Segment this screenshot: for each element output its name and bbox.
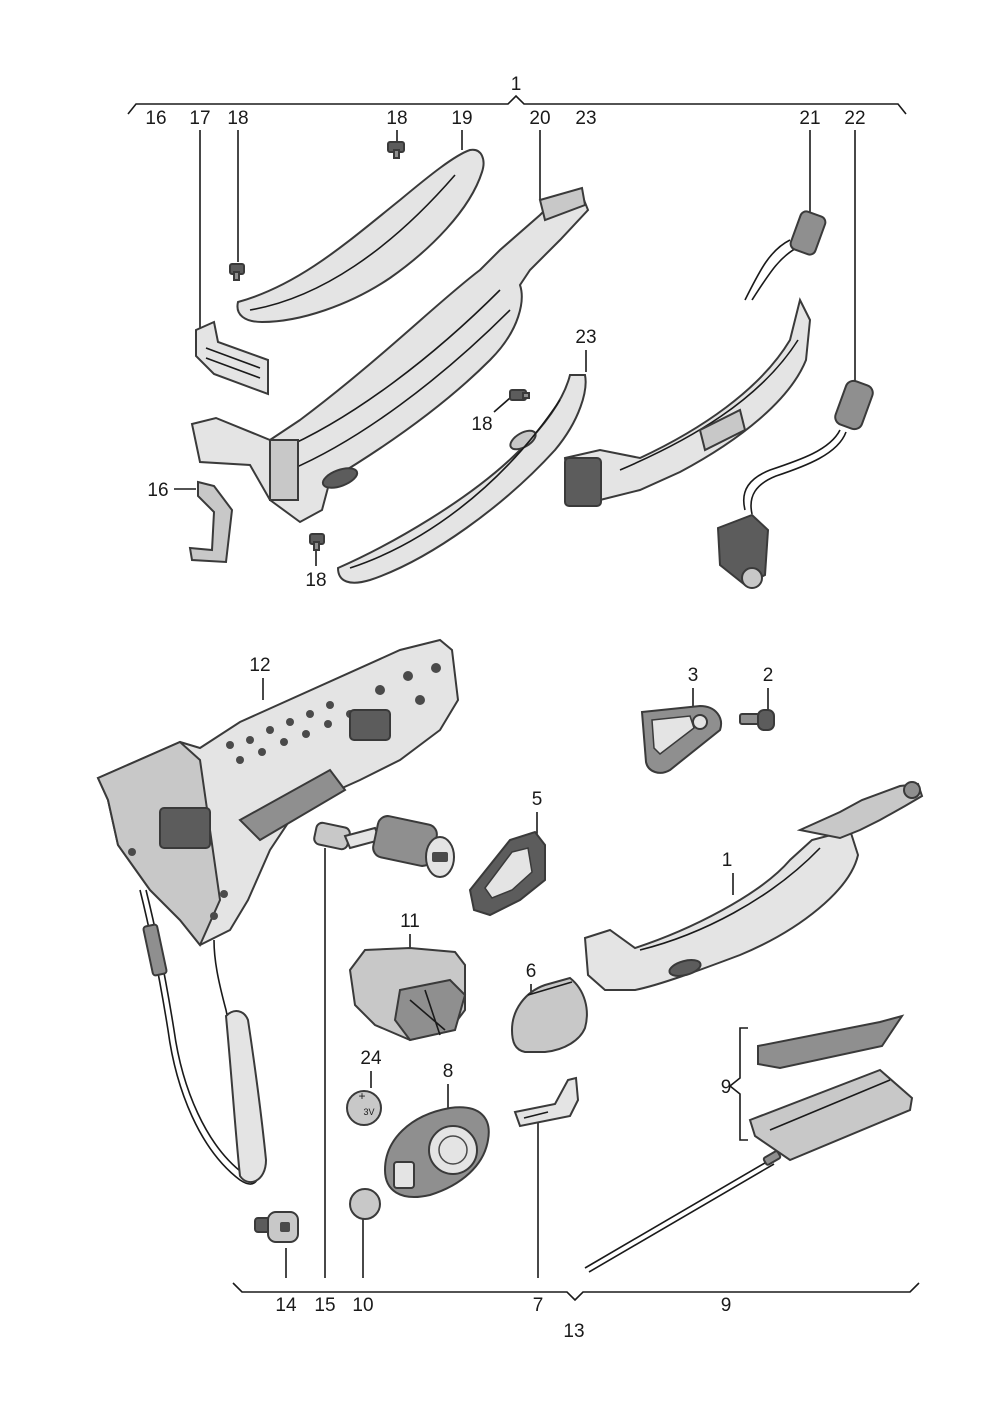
callout-16-top: 16 — [145, 108, 166, 129]
part-21-sensor-handle — [563, 210, 827, 507]
part-5-seal — [468, 830, 546, 917]
callout-16-mid: 16 — [147, 480, 168, 501]
callout-12: 12 — [249, 655, 270, 676]
callout-20: 20 — [529, 108, 550, 129]
callout-9-bottom: 9 — [721, 1295, 732, 1316]
screw-18-c-icon — [509, 389, 530, 401]
callout-5: 5 — [532, 789, 543, 810]
part-22-wiring-harness — [716, 379, 874, 589]
callout-23-top: 23 — [575, 108, 596, 129]
callout-8: 8 — [443, 1061, 454, 1082]
battery-volt-mark: 3V — [363, 1107, 374, 1117]
battery-plus-mark: + — [358, 1089, 365, 1103]
part-10-cap-disc — [349, 1188, 381, 1220]
screw-2-icon — [739, 709, 775, 731]
callout-18-b: 18 — [386, 108, 407, 129]
callout-24: 24 — [360, 1048, 382, 1069]
part-24-battery: + 3V — [346, 1089, 382, 1126]
part-20-handle-carrier — [190, 186, 590, 524]
callout-18-d: 18 — [305, 570, 326, 591]
lower-leader-lines — [262, 678, 769, 1278]
callout-19: 19 — [451, 108, 472, 129]
callout-21: 21 — [799, 108, 820, 129]
callout-18-c: 18 — [471, 414, 492, 435]
part-1-door-handle — [583, 781, 924, 991]
callout-7: 7 — [533, 1295, 544, 1316]
callout-18-a: 18 — [227, 108, 248, 129]
part-14-lock-insert — [254, 1211, 299, 1243]
part-12-carrier-plate — [96, 638, 460, 947]
screw-18-d-icon — [309, 533, 325, 551]
callout-10: 10 — [352, 1295, 373, 1316]
top-leader-lines — [174, 130, 856, 566]
callout-2: 2 — [763, 665, 774, 686]
part-16-wire-clip — [188, 480, 234, 564]
callout-9-mid: 9 — [721, 1077, 732, 1098]
callout-15: 15 — [314, 1295, 335, 1316]
part-19-handle-cover — [236, 148, 485, 324]
callout-6: 6 — [526, 961, 537, 982]
part-11-lock-housing — [348, 946, 467, 1042]
callout-1-mid: 1 — [722, 850, 733, 871]
callout-13: 13 — [563, 1321, 584, 1342]
part-6-cap — [510, 976, 588, 1053]
screw-18-a-icon — [387, 141, 405, 159]
part-7-emergency-key — [513, 1076, 580, 1128]
callout-3: 3 — [688, 665, 699, 686]
top-group-bracket — [127, 94, 907, 115]
part-9-antenna — [584, 1014, 914, 1273]
part-3-gasket — [640, 704, 722, 774]
callout-23-mid: 23 — [575, 327, 596, 348]
screw-18-b-icon — [229, 263, 245, 281]
callout-1-top: 1 — [511, 74, 522, 95]
bottom-group-bracket — [232, 1282, 920, 1302]
callout-17: 17 — [189, 108, 210, 129]
part-23-handle-trim — [336, 374, 587, 584]
callout-22: 22 — [844, 108, 865, 129]
callout-11: 11 — [400, 911, 420, 932]
part-17-bracket-clip — [195, 320, 269, 396]
callout-14: 14 — [275, 1295, 297, 1316]
bowden-cable — [139, 889, 268, 1185]
part-8-key-fob — [383, 1106, 490, 1198]
part-15-lock-cylinder — [313, 815, 455, 878]
